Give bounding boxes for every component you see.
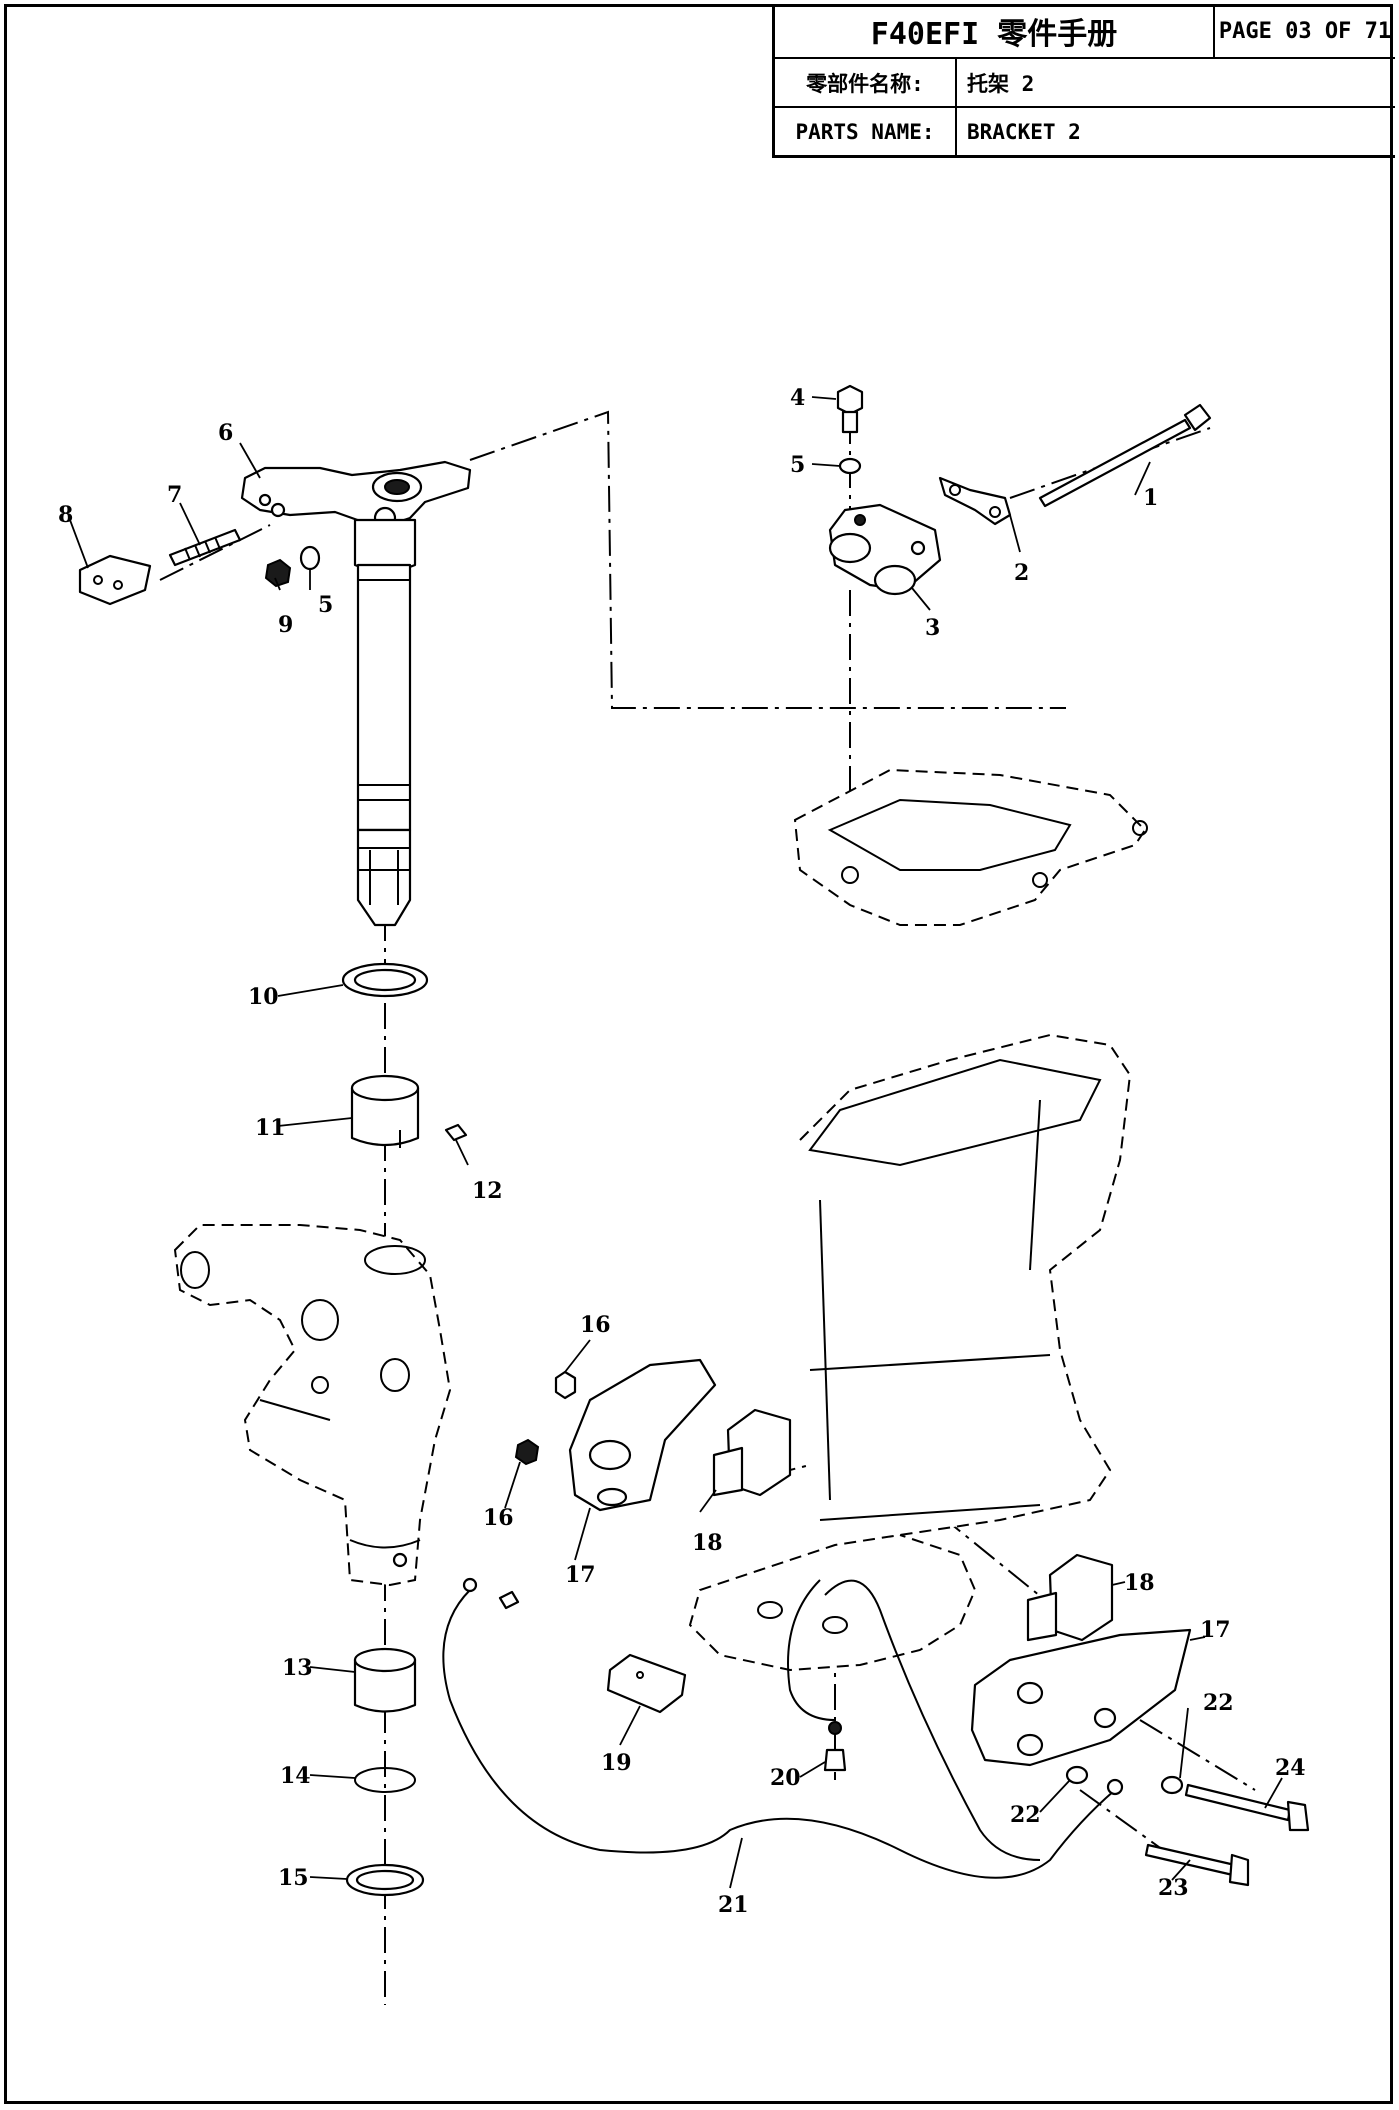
upper-fasteners xyxy=(836,384,1212,526)
callout-15: 15 xyxy=(278,1865,309,1891)
callout-19: 19 xyxy=(601,1750,632,1776)
callout-5-upper: 5 xyxy=(790,452,805,478)
title-row-en: PARTS NAME: BRACKET 2 xyxy=(775,108,1395,155)
callout-leaders xyxy=(69,396,1283,1889)
ground-wire xyxy=(392,1552,1124,1879)
callout-17-lower: 17 xyxy=(1200,1617,1231,1643)
stud-and-block xyxy=(78,528,242,606)
callout-17-upper: 17 xyxy=(565,1562,596,1588)
lower-bushing-set xyxy=(345,1647,425,1897)
swivel-bracket-ghost xyxy=(173,1224,452,1587)
drawing-frame xyxy=(4,4,1393,2104)
model-title: F40EFI 零件手册 xyxy=(775,5,1215,57)
mount-cover-upper xyxy=(514,1358,717,1512)
upper-casing-ghost xyxy=(793,768,1148,926)
upper-bushing-set xyxy=(341,962,468,1148)
title-block: F40EFI 零件手册 PAGE 03 OF 71 零部件名称: 托架 2 PA… xyxy=(772,5,1395,158)
callout-18-lower: 18 xyxy=(1124,1570,1155,1596)
en-parts-name-label: PARTS NAME: xyxy=(775,108,957,155)
callout-22-lower: 22 xyxy=(1010,1802,1041,1828)
callout-7: 7 xyxy=(167,482,182,508)
callout-5-left: 5 xyxy=(318,592,333,618)
callout-18-upper: 18 xyxy=(692,1530,723,1556)
callout-13: 13 xyxy=(282,1655,313,1681)
callout-9: 9 xyxy=(278,612,293,638)
callout-24: 24 xyxy=(1275,1755,1306,1781)
steering-shaft xyxy=(240,460,472,927)
callout-12: 12 xyxy=(472,1178,503,1204)
title-row-cn: 零部件名称: 托架 2 xyxy=(775,59,1395,108)
callout-4: 4 xyxy=(790,385,805,411)
callout-23: 23 xyxy=(1158,1875,1189,1901)
callout-11: 11 xyxy=(255,1115,286,1141)
callout-22-upper: 22 xyxy=(1203,1690,1234,1716)
callout-labels: 1 2 3 4 5 5 6 7 8 9 10 11 12 13 14 15 16… xyxy=(58,385,1306,1918)
nut-and-washer-left xyxy=(264,545,321,588)
callout-20: 20 xyxy=(770,1765,801,1791)
callout-8: 8 xyxy=(58,502,73,528)
callout-6: 6 xyxy=(218,420,233,446)
callout-14: 14 xyxy=(280,1763,311,1789)
callout-2: 2 xyxy=(1014,560,1029,586)
en-parts-name-value: BRACKET 2 xyxy=(967,119,1081,144)
page-number: PAGE 03 OF 71 xyxy=(1218,18,1392,44)
callout-21: 21 xyxy=(718,1892,749,1918)
cn-parts-name-value: 托架 2 xyxy=(967,71,1035,96)
ground-bolt xyxy=(823,1721,847,1772)
title-row-model: F40EFI 零件手册 PAGE 03 OF 71 xyxy=(775,5,1395,59)
lower-casing-ghost xyxy=(688,1033,1132,1672)
mount-cover-lower xyxy=(970,1628,1310,1887)
callout-3: 3 xyxy=(925,615,940,641)
callout-10: 10 xyxy=(248,984,279,1010)
upper-mount-bracket xyxy=(828,503,942,596)
callout-16-upper: 16 xyxy=(580,1312,611,1338)
rubber-mount-upper xyxy=(712,1408,792,1497)
callout-16-lower: 16 xyxy=(483,1505,514,1531)
rubber-mount-lower xyxy=(1026,1553,1114,1642)
callout-1: 1 xyxy=(1143,485,1158,511)
sender-unit xyxy=(606,1653,687,1714)
cn-parts-name-label: 零部件名称: xyxy=(775,59,957,106)
